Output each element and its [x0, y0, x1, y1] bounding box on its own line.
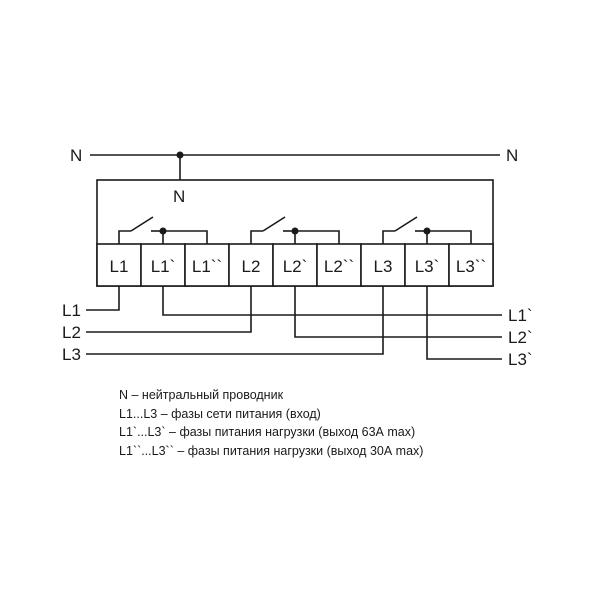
terminal-label: L1: [110, 257, 129, 276]
phase-1-output-bridge: [162, 230, 208, 244]
output-label: L2`: [508, 328, 533, 347]
phase-3-junction-dot: [423, 227, 431, 235]
terminal-label: L2: [242, 257, 261, 276]
phase-3-output-bridge: [426, 230, 472, 244]
input-wire-L3: [86, 286, 384, 355]
terminal-cell-9: [448, 243, 494, 287]
input-label: L3: [62, 345, 81, 364]
output-wire-L2: [294, 286, 502, 338]
terminal-label: L3`: [415, 257, 440, 276]
terminal-cell-1: [96, 243, 142, 287]
relay-contacts: [118, 216, 472, 244]
phase-1-input-lead: [118, 230, 131, 244]
legend-line-neutral: N – нейтральный проводник: [119, 388, 284, 402]
input-label: L2: [62, 323, 81, 342]
external-wiring: L1 L1` L2 L2` L3 L3`: [62, 286, 533, 369]
legend-line-inputs: L1...L3 – фазы сети питания (вход): [119, 406, 321, 421]
terminal-cell-8: [404, 243, 450, 287]
phase-2-contact-blade: [262, 216, 286, 232]
terminal-block: L1 L1` L1`` L2 L2` L2`` L3 L3` L3``: [96, 243, 494, 287]
terminal-label: L2`: [283, 257, 308, 276]
phase-1-contact-blade: [130, 216, 154, 232]
terminal-label: L2``: [324, 257, 354, 276]
output-label: L3`: [508, 350, 533, 369]
phase-3-input-lead: [382, 230, 395, 244]
input-wire-L1: [86, 286, 120, 311]
phase-2-junction-dot: [291, 227, 299, 235]
input-wire-L2: [86, 286, 252, 333]
terminal-label: L1``: [192, 257, 222, 276]
phase-2-output-bridge: [294, 230, 340, 244]
legend-line-outputs-30a: L1``...L3`` – фазы питания нагрузки (вых…: [119, 443, 424, 458]
neutral-label-right: N: [506, 146, 518, 165]
output-wire-L1: [162, 286, 502, 316]
terminal-label: L3``: [456, 257, 486, 276]
phase-1-junction-dot: [159, 227, 167, 235]
output-label: L1`: [508, 306, 533, 325]
output-wire-L3: [426, 286, 502, 360]
terminal-label: L1`: [151, 257, 176, 276]
phase-2-input-lead: [250, 230, 263, 244]
neutral-inner-label: N: [173, 187, 185, 206]
neutral-label-left: N: [70, 146, 82, 165]
input-label: L1: [62, 301, 81, 320]
legend-line-outputs-63a: L1`...L3` – фазы питания нагрузки (выход…: [119, 425, 416, 439]
terminal-label: L3: [374, 257, 393, 276]
legend: N – нейтральный проводник L1...L3 – фазы…: [119, 386, 423, 460]
phase-3-contact-blade: [394, 216, 418, 232]
